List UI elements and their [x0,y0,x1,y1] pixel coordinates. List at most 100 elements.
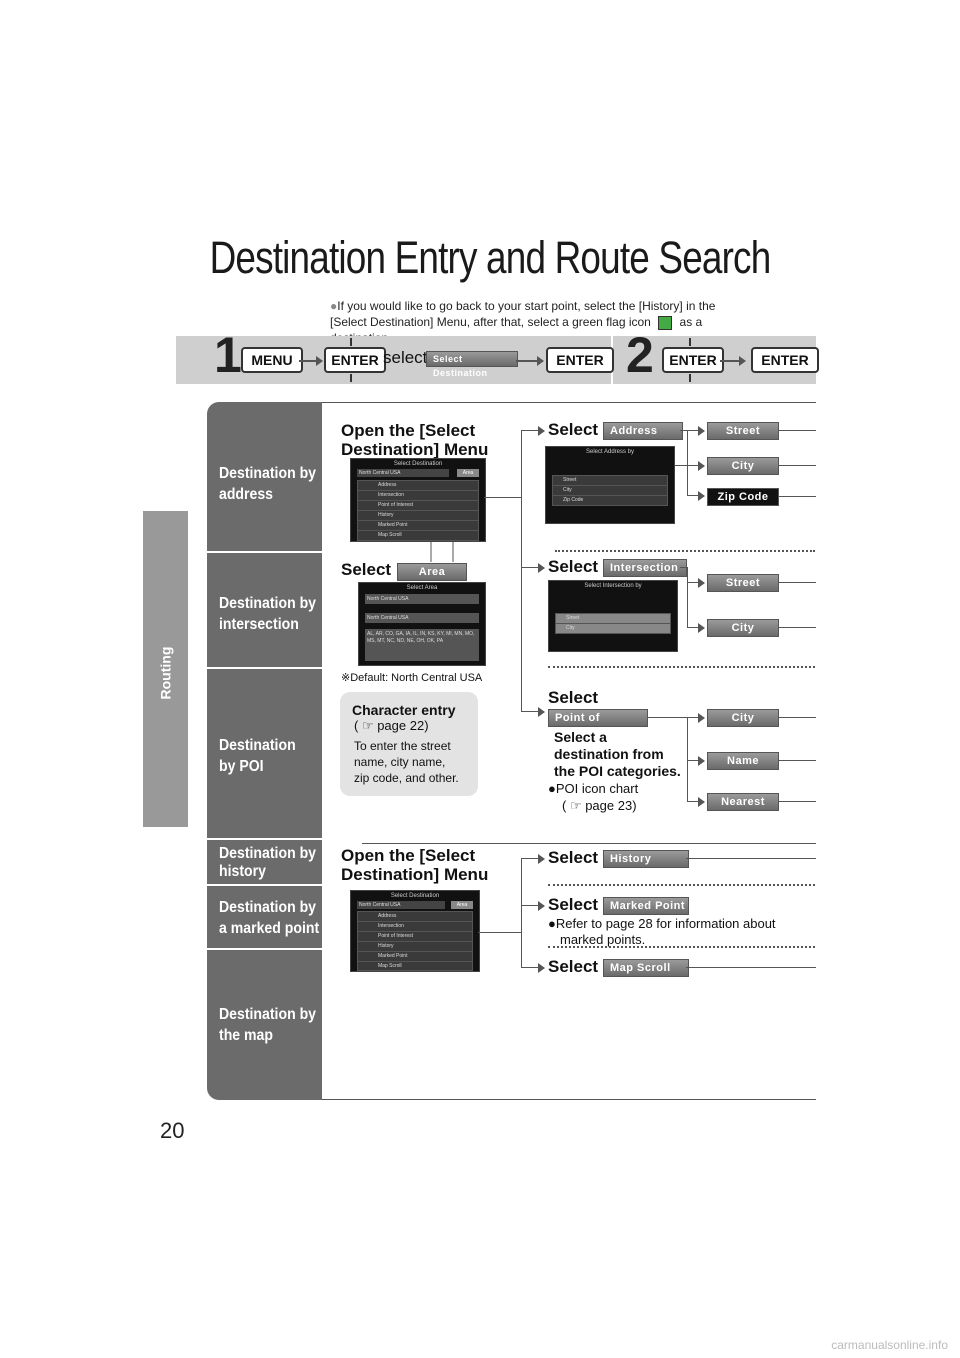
select-label: Select [341,560,392,579]
dotted-divider [548,884,815,886]
category-map: Destination by the map [219,1004,316,1046]
select-address-screen: Select Address by Street City Zip Code [545,446,675,524]
address-button: Address [603,422,683,440]
enter-key: ENTER [546,347,614,373]
category-line: Destination by [219,845,317,862]
category-line: Destination by [219,595,317,612]
select-intersection-screen: Select Intersection by Street City [548,580,678,652]
category-separator [207,838,322,840]
category-line: intersection [219,616,299,633]
connector-line [648,717,688,718]
category-history: Destination by history [219,845,316,881]
category-separator [207,551,322,553]
category-line: history [219,863,266,880]
select-label: Select [548,557,599,576]
page-title: Destination Entry and Route Search [209,232,772,283]
arrow-icon [687,713,705,723]
menu-key: MENU [241,347,303,373]
arrow-icon [299,356,323,366]
screen-area-button: Area [451,901,473,909]
city-button: City [707,457,779,475]
select-area-screen: Select Area North Central USA North Cent… [358,582,486,666]
connector-line [778,717,816,718]
character-entry-ref: ( ☞ page 22) [354,718,429,733]
select-destination-button: Select Destination [426,351,518,378]
connector-line [778,760,816,761]
category-line: a marked point [219,920,320,937]
category-separator [207,948,322,950]
connector-line [478,932,522,933]
history-note: ●If you would like to go back to your st… [330,298,750,346]
note-text-before: If you would like to go back to your sta… [330,299,716,329]
category-separator [207,884,322,886]
connector-vertical [521,858,522,968]
poi-button: Point of Interest [548,709,648,740]
dotted-divider [548,946,815,948]
down-arrow-icon [350,374,352,382]
screen-region: North Central USA [357,901,445,909]
enter-key: ENTER [324,347,386,373]
zip-code-button: Zip Code [707,488,779,506]
arrow-icon [687,797,705,807]
arrow-icon [687,578,705,588]
note-bullet: ● [330,299,338,313]
arrow-icon [687,623,705,633]
poi-desc-line: destination from [554,746,664,762]
screen-header: Select Area [406,585,438,591]
street-button: Street [707,574,779,592]
heading-line: Destination] Menu [341,865,489,884]
step-1-number: 1 [214,327,242,383]
connector-line [484,497,522,498]
heading-line: Open the [Select [341,421,476,440]
intersection-button: Intersection [603,559,687,577]
enter-key: ENTER [662,347,724,373]
select-label: Select [548,848,599,867]
body-line: To enter the street [354,739,451,753]
arrow-icon [687,491,705,501]
arrow-icon [521,854,545,864]
dotted-divider [555,550,815,552]
connector-line [778,430,816,431]
street-button: Street [707,422,779,440]
map-scroll-button: Map Scroll [603,959,689,977]
branch-vertical [687,430,688,496]
screen-area-button: Area [457,469,479,477]
arrow-icon [521,707,545,717]
screen-header: Select Destination [390,893,440,899]
select-word: select [383,348,428,367]
select-destination-screen-2: Select Destination North Central USA Are… [350,890,480,972]
category-column [207,402,322,1100]
category-marked-point: Destination by a marked point [219,897,319,939]
screen-states: AL, AR, CO, GA, IA, IL, IN, KS, KY, MI, … [365,629,479,661]
area-button: Area [397,563,467,581]
poi-desc-line: Select a [554,729,607,745]
category-separator [207,667,322,669]
arrow-icon [521,563,545,573]
screen-header: Select Address by [585,449,635,455]
screen-item: City [555,623,671,634]
select-destination-screen: Select Destination North Central USA Are… [350,458,486,542]
green-flag-icon [658,315,673,330]
poi-icon-chart-ref: ( ☞ page 23) [562,798,637,813]
poi-icon-chart-note: ●POI icon chart [548,781,639,796]
watermark: carmanualsonline.info [831,1338,948,1352]
enter-key: ENTER [751,347,819,373]
category-line: Destination by [219,899,317,916]
connector-line [680,430,688,431]
connector-line [778,496,816,497]
category-line: Destination [219,737,296,754]
connector-line [778,582,816,583]
connector-line [778,627,816,628]
up-arrow-icon [689,338,691,346]
poi-description: Select a destination from the POI catego… [554,729,681,780]
character-entry-box: Character entry ( ☞ page 22) To enter th… [340,692,478,796]
arrow-icon [720,356,746,366]
connector-vertical [521,430,522,712]
page-number: 20 [160,1118,185,1143]
select-label: Select [548,895,599,914]
section-divider [362,843,816,844]
dotted-divider [548,666,815,668]
screen-item: Map Scroll [357,961,473,971]
select-label: Select [548,420,599,439]
arrow-icon [687,426,705,436]
